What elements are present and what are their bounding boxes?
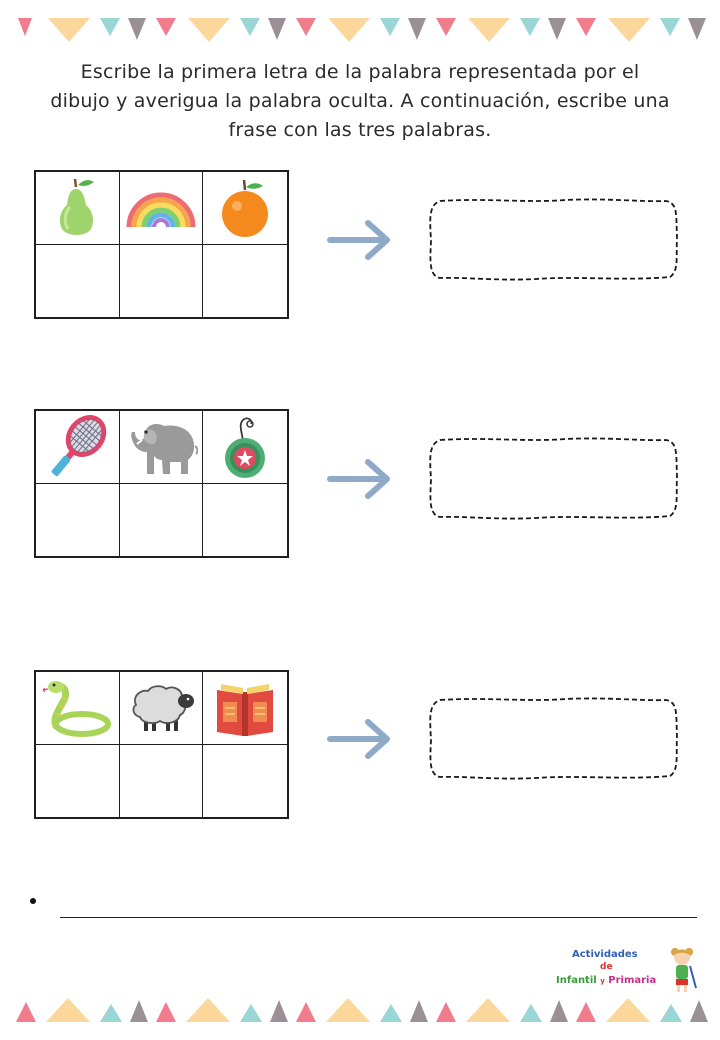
picture-cell	[119, 172, 204, 245]
pear-icon	[60, 178, 95, 235]
logo-word-y: y	[600, 977, 605, 985]
logo-line-3: Infantil y Primaria	[556, 975, 656, 986]
letter-box[interactable]	[36, 744, 120, 817]
picture-cell	[119, 411, 204, 484]
rainbow-icon	[126, 192, 196, 228]
letter-box[interactable]	[36, 483, 120, 556]
picture-cell	[36, 172, 120, 245]
exercise-3-grid	[34, 670, 289, 819]
sheep-icon	[132, 685, 194, 731]
orange-icon	[222, 179, 269, 237]
picture-cell	[36, 672, 120, 745]
picture-cell	[203, 672, 287, 745]
picture-cell	[203, 172, 287, 245]
picture-cell	[203, 411, 287, 484]
letter-box[interactable]	[120, 483, 204, 556]
bottom-bunting-decoration	[16, 998, 708, 1022]
exercise-2-grid	[34, 409, 289, 558]
snake-icon	[42, 680, 112, 737]
top-bunting-decoration	[18, 18, 706, 42]
right-arrow-icon	[327, 220, 390, 260]
racket-icon	[51, 414, 107, 476]
logo-line-1: Actividades	[572, 949, 638, 960]
yoyo-icon	[225, 417, 266, 478]
bullet-point	[30, 898, 36, 904]
logo-word-infantil: Infantil	[556, 975, 597, 986]
instructions-text: Escribe la primera letra de la palabra r…	[40, 58, 680, 145]
letter-box[interactable]	[203, 245, 287, 318]
logo-line-2: de	[600, 962, 613, 972]
letter-box[interactable]	[36, 244, 120, 317]
picture-cell	[36, 411, 120, 484]
child-mascot-icon	[671, 948, 697, 992]
right-arrow-icon	[327, 719, 390, 759]
picture-cell	[119, 672, 204, 745]
book-icon	[217, 683, 274, 736]
letter-box[interactable]	[203, 745, 287, 818]
letter-box[interactable]	[120, 744, 204, 817]
sentence-writing-line[interactable]	[60, 917, 697, 918]
letter-box[interactable]	[203, 484, 287, 557]
answer-box[interactable]	[426, 696, 680, 782]
elephant-icon	[131, 423, 198, 474]
instructions-line-1: Escribe la primera letra de la palabra r…	[80, 61, 640, 83]
instructions-line-2: dibujo y averigua la palabra oculta. A c…	[50, 90, 670, 112]
answer-box[interactable]	[426, 436, 680, 522]
answer-box[interactable]	[426, 197, 680, 283]
letter-box[interactable]	[120, 244, 204, 317]
logo-word-primaria: Primaria	[608, 975, 657, 986]
exercise-1-grid	[34, 170, 289, 319]
right-arrow-icon	[327, 459, 390, 499]
brand-logo: Actividades de Infantil y Primaria	[548, 944, 708, 994]
instructions-line-3: frase con las tres palabras.	[228, 119, 492, 141]
